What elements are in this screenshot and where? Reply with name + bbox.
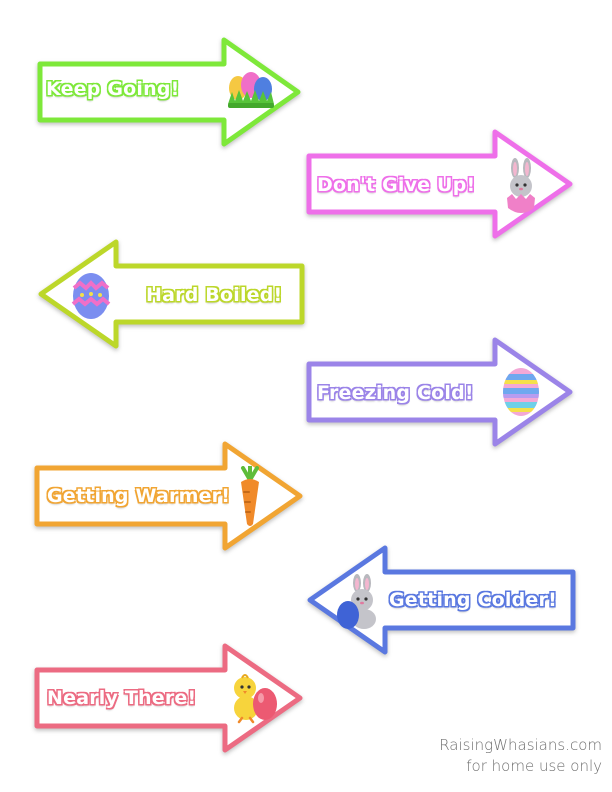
striped-egg-icon (503, 368, 539, 416)
arrow-label: Getting Colder! (389, 589, 557, 611)
chick-with-egg-icon (234, 674, 277, 724)
bunny-in-egg-icon (507, 158, 535, 213)
watermark-site: RaisingWhasians.com (439, 736, 602, 754)
arrow-right-shape (34, 643, 303, 753)
arrow-label: Freezing Cold! (317, 382, 474, 404)
arrow-freezing-cold: Freezing Cold! (305, 336, 575, 448)
bunny-with-egg-icon (337, 574, 376, 629)
arrow-label: Getting Warmer! (47, 485, 231, 507)
zigzag-egg-icon (71, 273, 111, 319)
arrow-right-shape (37, 37, 301, 147)
arrow-right-shape (306, 129, 573, 239)
carrot-icon (241, 466, 259, 526)
arrow-dont-give-up: Don't Give Up! (305, 128, 575, 240)
arrow-left-shape (38, 239, 305, 349)
arrow-right-shape (34, 441, 303, 551)
arrow-getting-warmer: Getting Warmer! (33, 440, 305, 552)
eggs-in-grass-icon (228, 72, 274, 108)
arrow-nearly-there: Nearly There! (33, 642, 305, 754)
watermark-note: for home use only (466, 757, 602, 775)
arrow-label: Nearly There! (47, 687, 197, 709)
arrow-getting-colder: Getting Colder! (305, 544, 577, 656)
arrow-hard-boiled: Hard Boiled! (36, 238, 306, 350)
arrow-label: Keep Going! (46, 78, 180, 100)
arrow-keep-going: Keep Going! (36, 36, 304, 148)
arrow-label: Hard Boiled! (146, 284, 283, 306)
arrow-right-shape (306, 337, 573, 447)
arrow-label: Don't Give Up! (317, 174, 476, 196)
